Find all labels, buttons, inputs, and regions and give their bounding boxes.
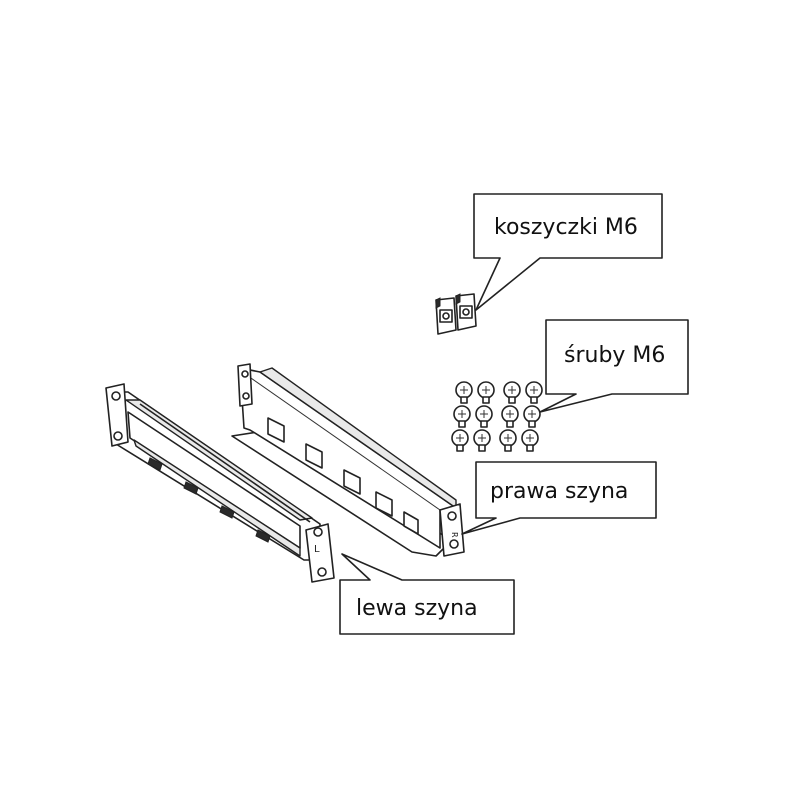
- callout-cage-nuts: koszyczki M6: [473, 193, 663, 311]
- screw-hole: [449, 539, 459, 549]
- screw-hole: [113, 431, 123, 441]
- screw: [521, 429, 539, 452]
- screw: [477, 381, 495, 404]
- callout-box: [339, 553, 515, 635]
- screw-hole: [241, 370, 249, 378]
- label-left-rail: lewa szyna: [356, 596, 478, 621]
- screw-hole: [317, 567, 327, 577]
- right-rail: R: [231, 363, 465, 557]
- right-rail-mark: R: [450, 532, 459, 538]
- screw: [499, 429, 517, 452]
- callout-screws: śruby M6: [539, 319, 689, 413]
- screw: [473, 429, 491, 452]
- screw: [453, 405, 471, 428]
- screw: [475, 405, 493, 428]
- screw-hole: [111, 391, 121, 401]
- screw: [523, 405, 541, 428]
- screw-hole: [242, 392, 250, 400]
- screw-hole: [313, 527, 323, 537]
- left-rail-mark: L: [314, 544, 320, 555]
- screw: [451, 429, 469, 452]
- label-screws: śruby M6: [564, 343, 665, 368]
- screw: [501, 405, 519, 428]
- callout-box: [461, 461, 657, 535]
- callout-box: [539, 319, 689, 413]
- cage-nuts: [435, 293, 477, 335]
- cage-nut: [455, 293, 477, 331]
- label-right-rail: prawa szyna: [490, 479, 628, 504]
- screw: [503, 381, 521, 404]
- callout-right-rail: prawa szyna: [461, 461, 657, 535]
- cage-nut: [435, 297, 457, 335]
- callout-left-rail: lewa szyna: [339, 553, 515, 635]
- screw-hole: [447, 511, 457, 521]
- callout-box: [473, 193, 663, 311]
- screw: [455, 381, 473, 404]
- screw: [525, 381, 543, 404]
- label-cage-nuts: koszyczki M6: [494, 215, 638, 240]
- screws: [451, 381, 543, 452]
- left-rail: L: [105, 383, 335, 583]
